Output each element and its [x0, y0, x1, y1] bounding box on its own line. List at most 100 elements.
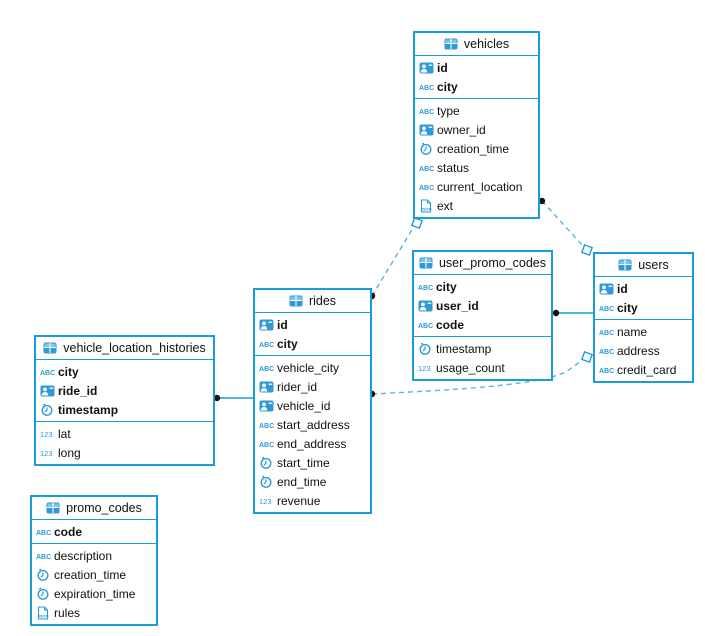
table-header[interactable]: vehicles [415, 33, 538, 56]
column-expiration_time[interactable]: expiration_time [32, 584, 156, 603]
column-label: id [617, 281, 628, 296]
text-icon: ABC [419, 182, 437, 192]
text-icon: ABC [418, 320, 436, 330]
user-id-icon [259, 381, 277, 393]
text-icon: ABC [599, 346, 617, 356]
user-id-icon [419, 62, 437, 74]
column-timestamp[interactable]: timestamp [36, 400, 213, 419]
time-icon [36, 587, 54, 601]
table-icon [46, 502, 60, 514]
time-icon [419, 142, 437, 156]
number-icon: 123 [40, 448, 58, 458]
column-owner_id[interactable]: owner_id [415, 120, 538, 139]
svg-text:ABC: ABC [419, 85, 434, 92]
svg-text:ABC: ABC [36, 530, 51, 537]
table-header[interactable]: user_promo_codes [414, 252, 551, 275]
column-user_id[interactable]: user_id [414, 296, 551, 315]
text-icon: ABC [259, 420, 277, 430]
relation-vehicle_location_histories-rides[interactable] [213, 394, 253, 402]
table-header[interactable]: users [595, 254, 692, 277]
table-title: promo_codes [66, 501, 142, 515]
column-rules[interactable]: JSON rules [32, 603, 156, 622]
column-label: ride_id [58, 383, 98, 398]
column-label: code [436, 317, 465, 332]
text-icon: ABC [599, 303, 617, 313]
column-label: city [436, 279, 457, 294]
table-header[interactable]: rides [255, 290, 370, 313]
column-end_time[interactable]: end_time [255, 472, 370, 491]
column-label: city [617, 300, 638, 315]
column-label: current_location [437, 179, 523, 194]
table-header[interactable]: promo_codes [32, 497, 156, 520]
column-id[interactable]: id [595, 279, 692, 298]
svg-text:JSON: JSON [38, 613, 49, 618]
column-vehicle_id[interactable]: vehicle_id [255, 396, 370, 415]
column-creation_time[interactable]: creation_time [32, 565, 156, 584]
column-id[interactable]: id [415, 58, 538, 77]
column-label: rules [54, 605, 81, 620]
column-ride_id[interactable]: ride_id [36, 381, 213, 400]
table-title: users [638, 258, 669, 272]
column-label: city [58, 364, 79, 379]
column-creation_time[interactable]: creation_time [415, 139, 538, 158]
svg-text:ABC: ABC [259, 366, 274, 373]
relation-user_promo_codes-users[interactable] [552, 309, 593, 317]
table-header[interactable]: vehicle_location_histories [36, 337, 213, 360]
svg-text:123: 123 [40, 430, 53, 439]
text-icon: ABC [259, 439, 277, 449]
column-label: usage_count [436, 360, 505, 375]
column-rider_id[interactable]: rider_id [255, 377, 370, 396]
svg-text:ABC: ABC [36, 554, 51, 561]
column-label: type [437, 103, 460, 118]
text-icon: ABC [36, 551, 54, 561]
column-label: end_time [277, 474, 327, 489]
text-icon: ABC [419, 82, 437, 92]
json-icon: JSON [36, 605, 54, 620]
table-title: user_promo_codes [438, 256, 546, 270]
text-icon: ABC [419, 163, 437, 173]
column-start_time[interactable]: start_time [255, 453, 370, 472]
column-label: id [277, 317, 288, 332]
relation-rides-vehicles[interactable] [368, 216, 424, 300]
relation-endpoint-square [580, 243, 594, 257]
column-timestamp[interactable]: timestamp [414, 339, 551, 358]
time-icon [418, 342, 436, 356]
svg-text:ABC: ABC [259, 442, 274, 449]
table-icon [444, 38, 458, 50]
column-id[interactable]: id [255, 315, 370, 334]
column-label: rider_id [277, 379, 318, 394]
table-title: vehicles [463, 37, 510, 51]
column-label: ext [437, 198, 454, 213]
column-label: revenue [277, 493, 321, 508]
column-label: description [54, 548, 113, 563]
relation-vehicles-users[interactable] [538, 197, 594, 257]
